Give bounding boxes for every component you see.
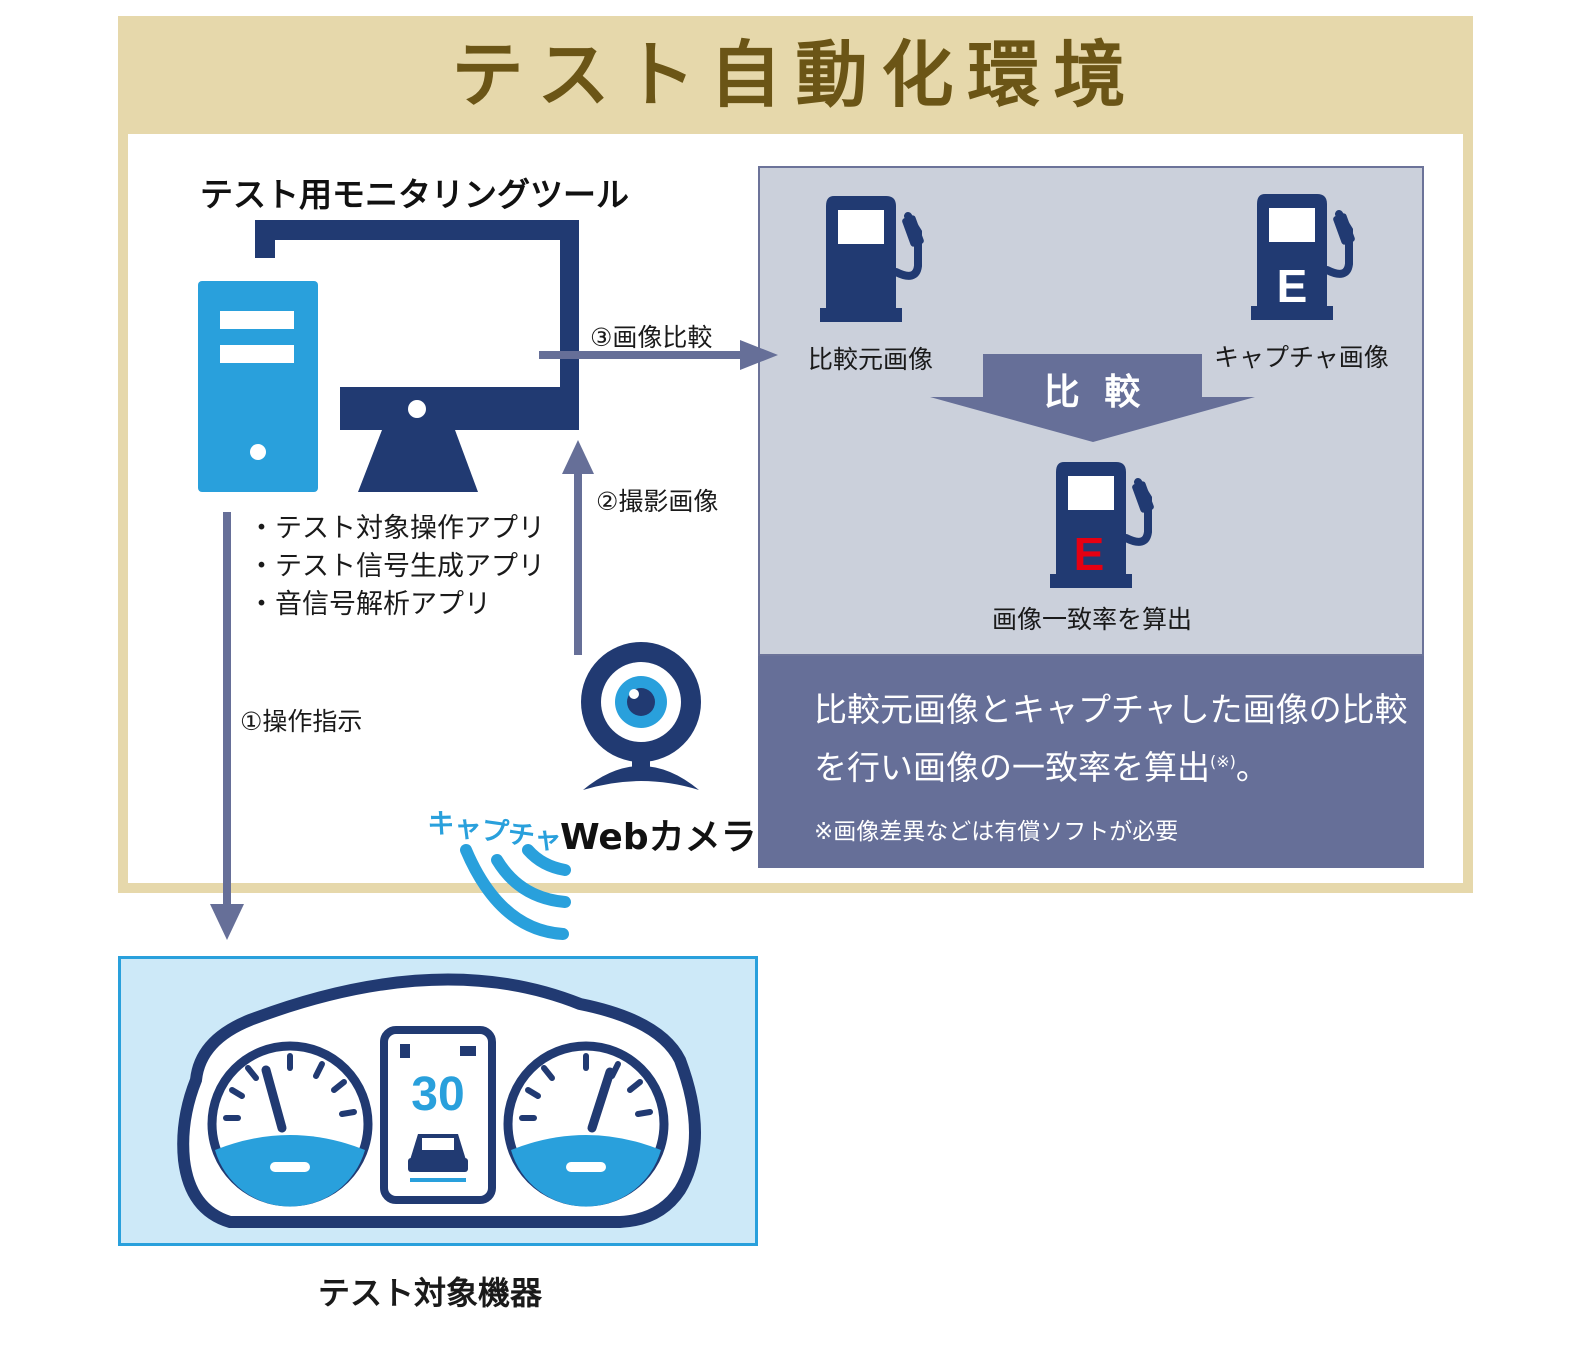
app-list: ・テスト対象操作アプリ ・テスト信号生成アプリ ・音信号解析アプリ — [248, 510, 545, 624]
description-note: ※画像差異などは有償ソフトが必要 — [814, 819, 1179, 845]
description-panel — [758, 656, 1424, 868]
description-body: 比較元画像とキャプチャした画像の比較を行い画像の一致率を算出 — [814, 690, 1408, 787]
capture-pump-letter: E — [1277, 260, 1308, 312]
speed-readout: 30 — [411, 1068, 464, 1121]
pc-tower-icon — [198, 281, 318, 492]
monitor-icon — [255, 220, 579, 492]
test-device-label: テスト対象機器 — [318, 1274, 543, 1312]
step3-label: ③画像比較 — [590, 323, 713, 352]
app-item: ・テスト対象操作アプリ — [248, 513, 545, 544]
webcam-label: Webカメラ — [560, 817, 757, 858]
result-pump-letter: E — [1074, 528, 1105, 580]
capture-waves-icon — [460, 844, 571, 940]
compare-label: 比 較 — [1043, 372, 1147, 413]
description-text: 比較元画像とキャプチャした画像の比較を行い画像の一致率を算出(※)。 — [814, 684, 1414, 794]
webcam-icon — [581, 642, 701, 790]
arrow-operation — [210, 512, 244, 940]
arrow-image-compare — [539, 340, 778, 370]
note-marker: (※) — [1210, 752, 1236, 771]
app-item: ・テスト信号生成アプリ — [248, 551, 545, 582]
page-title: テスト自動化環境 — [451, 33, 1140, 117]
reference-pump-icon — [820, 196, 924, 322]
capture-pump-icon — [1251, 194, 1355, 320]
monitoring-tool-title: テスト用モニタリングツール — [200, 175, 629, 214]
arrow-capture-image — [562, 440, 594, 655]
description-period: 。 — [1235, 748, 1269, 787]
app-item: ・音信号解析アプリ — [248, 589, 491, 620]
capture-image-label: キャプチャ画像 — [1214, 343, 1389, 372]
reference-image-label: 比較元画像 — [808, 345, 934, 374]
step1-label: ①操作指示 — [240, 707, 363, 736]
result-pump-icon — [1050, 462, 1154, 588]
compare-arrow — [930, 354, 1255, 442]
match-rate-label: 画像一致率を算出 — [992, 605, 1193, 634]
dashboard-icon — [177, 973, 701, 1228]
step2-label: ②撮影画像 — [596, 487, 719, 516]
